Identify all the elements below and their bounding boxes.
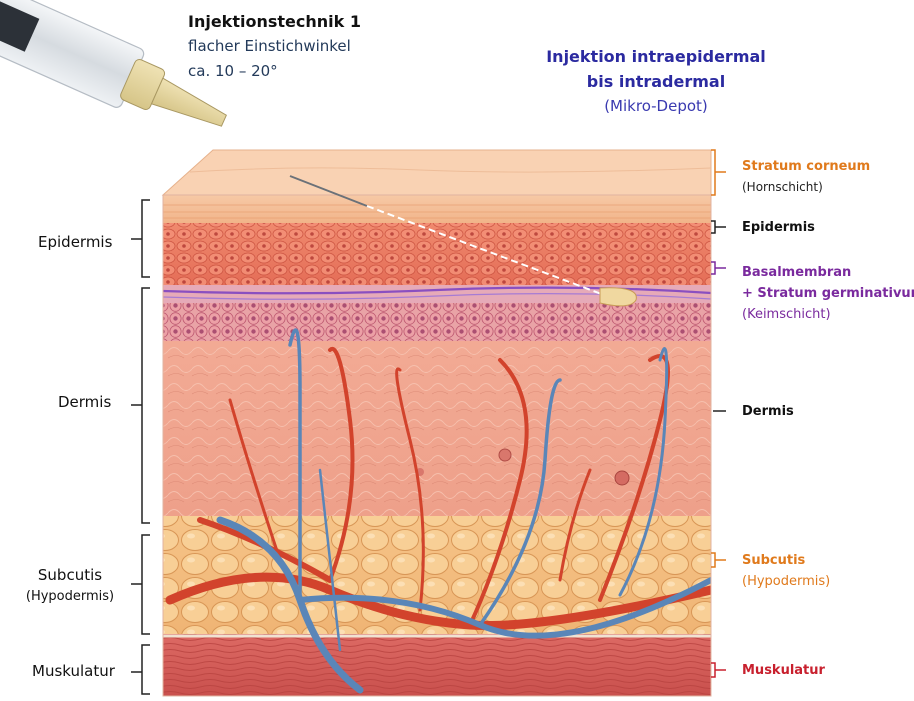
title-block: Injektionstechnik 1 flacher Einstichwink… — [188, 9, 361, 84]
right-label-keimschicht: (Keimschicht) — [742, 307, 831, 322]
left-brackets — [131, 199, 150, 695]
needle — [289, 175, 368, 207]
subtitle-angle: flacher Einstichwinkel — [188, 37, 351, 55]
injection-line2: bis intradermal — [586, 72, 726, 91]
left-label-subcutis-block: Subcutis (Hypodermis) — [18, 565, 122, 607]
page-title: Injektionstechnik 1 — [188, 12, 361, 31]
right-label-hornschicht: (Hornschicht) — [742, 180, 823, 194]
right-label-stratum-corneum: Stratum corneum — [742, 159, 871, 174]
left-label-muskulatur: Muskulatur — [32, 662, 115, 680]
injection-caption: Injektion intraepidermal bis intradermal… — [540, 44, 772, 119]
right-label-dermis: Dermis — [742, 404, 794, 419]
right-label-epidermis: Epidermis — [742, 220, 815, 235]
right-label-hypodermis: (Hypodermis) — [742, 574, 831, 589]
left-label-dermis: Dermis — [58, 393, 112, 411]
injection-depot — [599, 287, 637, 307]
stratum-corneum-layer — [163, 195, 711, 223]
right-label-basal-block: Basalmembran + Stratum germinativum (Kei… — [742, 262, 914, 325]
right-markers — [711, 149, 726, 678]
left-label-hypodermis: (Hypodermis) — [25, 589, 115, 604]
basal-membrane-layer — [163, 285, 711, 303]
veins — [216, 328, 711, 694]
right-label-subcutis-block: Subcutis (Hypodermis) — [742, 550, 830, 592]
injection-line3: (Mikro-Depot) — [604, 97, 708, 115]
right-label-basalmembran: Basalmembran — [742, 265, 852, 280]
injection-line1: Injektion intraepidermal — [546, 47, 766, 66]
right-label-stratum-corneum-block: Stratum corneum (Hornschicht) — [742, 156, 870, 198]
left-label-epidermis: Epidermis — [38, 233, 113, 251]
skin-top-surface — [161, 149, 712, 196]
right-label-muskulatur: Muskulatur — [742, 663, 825, 678]
right-label-germinativum: + Stratum germinativum — [742, 286, 914, 301]
syringe — [0, 0, 227, 127]
left-label-subcutis: Subcutis — [37, 566, 103, 584]
right-label-subcutis: Subcutis — [742, 553, 806, 568]
subtitle-degrees: ca. 10 – 20° — [188, 62, 278, 80]
